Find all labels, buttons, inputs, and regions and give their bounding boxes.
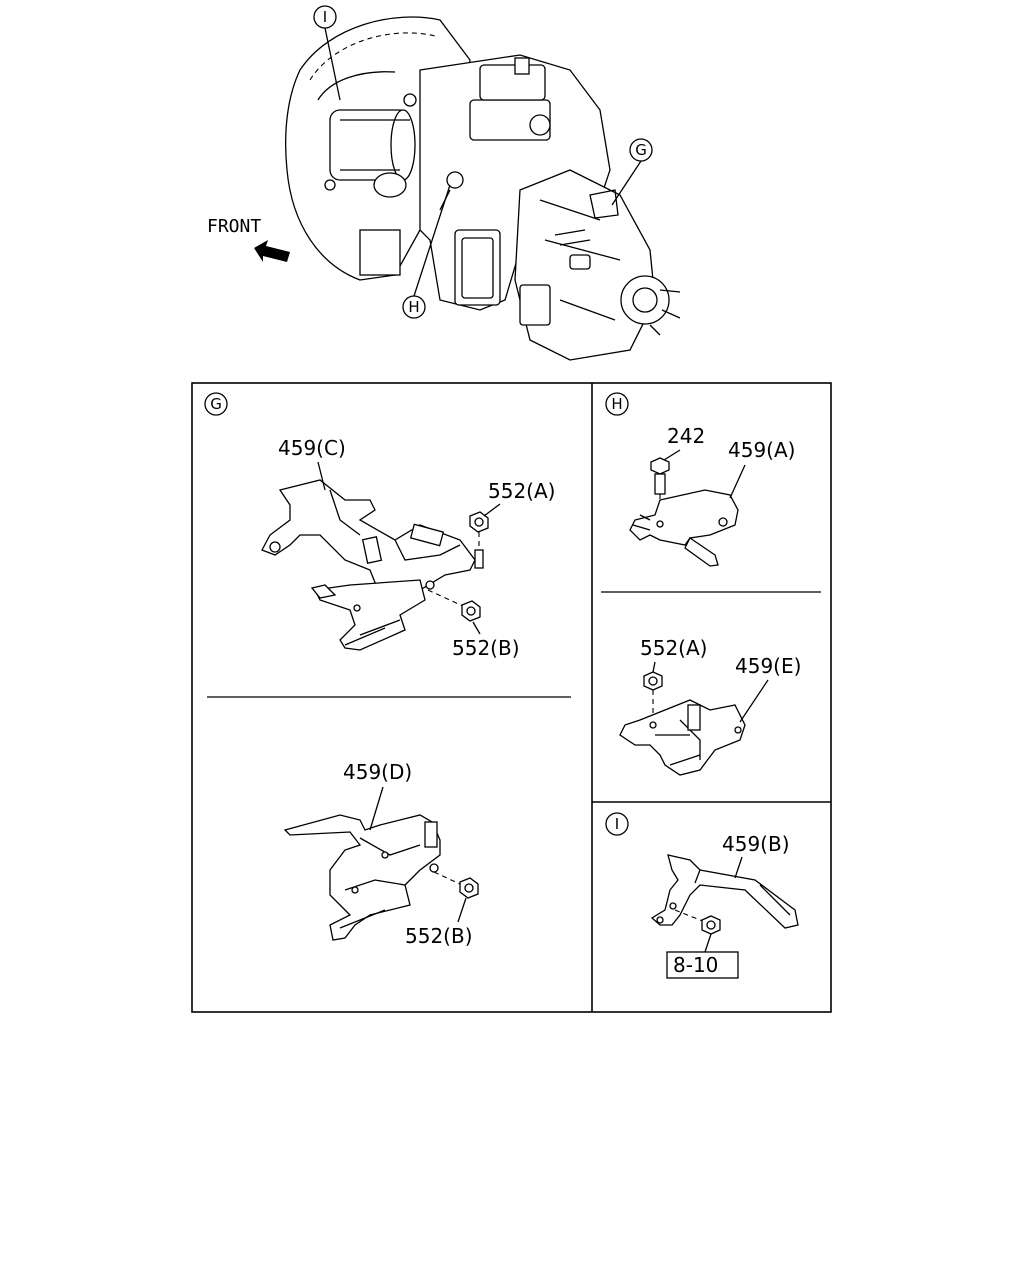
label-8-10: 8-10 xyxy=(673,953,718,977)
panel-i-marker: I xyxy=(615,815,619,833)
callout-g: G xyxy=(611,138,653,206)
ref-box-8-10 xyxy=(666,951,739,979)
callout-i: I xyxy=(313,5,341,101)
label-552b-g: 552(B) xyxy=(452,636,520,660)
bracket-459d xyxy=(283,814,441,941)
panel-h-marker: H xyxy=(611,395,622,413)
label-552a-h: 552(A) xyxy=(640,636,707,660)
nut-552b-g xyxy=(427,589,481,622)
bracket-459e xyxy=(619,699,746,776)
label-459d: 459(D) xyxy=(343,760,412,784)
panel-h: H 242 459(A) 552(A) xyxy=(605,392,801,776)
nut-8-10 xyxy=(674,909,721,953)
callout-h: H xyxy=(402,184,451,319)
bracket-459a xyxy=(629,489,739,567)
front-arrow-icon xyxy=(254,240,290,262)
label-459e: 459(E) xyxy=(735,654,801,678)
label-242: 242 xyxy=(667,424,705,448)
nut-552b-g2 xyxy=(433,871,479,899)
transmission-overview xyxy=(285,16,681,361)
detail-frame xyxy=(191,382,832,1013)
callout-i-label: I xyxy=(323,8,327,26)
nut-552a-h xyxy=(643,671,663,722)
callout-g-label: G xyxy=(635,141,647,159)
label-459a: 459(A) xyxy=(728,438,795,462)
panel-g-marker: G xyxy=(210,395,222,413)
bracket-459c xyxy=(261,479,476,651)
bracket-459b xyxy=(650,854,799,929)
front-label: FRONT xyxy=(207,216,261,237)
label-459b: 459(B) xyxy=(722,832,790,856)
panel-g: G 459(C) 552(A) xyxy=(204,392,555,948)
label-552a-g: 552(A) xyxy=(488,479,555,503)
nut-552a-g xyxy=(469,511,489,569)
label-552b-g2: 552(B) xyxy=(405,924,473,948)
label-459c: 459(C) xyxy=(278,436,346,460)
front-indicator: FRONT xyxy=(207,216,290,262)
callout-h-label: H xyxy=(408,298,419,316)
panel-i: I 459(B) 8-10 xyxy=(605,812,799,979)
bolt-242 xyxy=(650,457,670,525)
